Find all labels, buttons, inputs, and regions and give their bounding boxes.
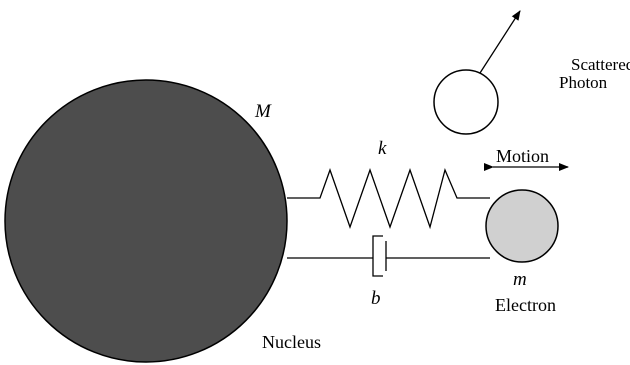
photon-circle	[433, 69, 499, 135]
scattered-label: Scattered	[571, 55, 630, 74]
nucleus-label: Nucleus	[262, 332, 321, 352]
damping-label: b	[371, 288, 381, 309]
spring	[287, 168, 490, 230]
electron-label: Electron	[495, 295, 556, 315]
nucleus-circle	[4, 79, 288, 363]
photon-direction-arrow	[479, 10, 521, 74]
electron-mass-label: m	[513, 269, 527, 290]
motion-label: Motion	[496, 146, 549, 166]
electron-circle	[485, 189, 559, 263]
damper	[287, 235, 490, 277]
photon-label: Photon	[559, 73, 608, 92]
nucleus-mass-label: M	[254, 101, 272, 122]
spring-constant-label: k	[378, 138, 387, 159]
